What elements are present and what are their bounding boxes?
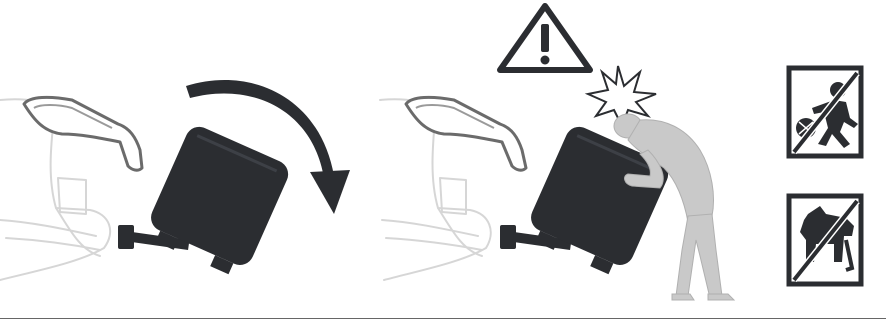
carrier-box-tilted	[142, 122, 293, 280]
no-pets-icon	[789, 196, 861, 284]
open-tailgate	[24, 97, 142, 170]
panel-tilt-down	[0, 80, 350, 280]
panel-warning-head-impact	[380, 66, 734, 300]
bottom-divider	[0, 318, 886, 319]
warning-triangle-icon	[500, 6, 590, 70]
no-children-icon	[789, 68, 861, 156]
open-tailgate-2	[406, 97, 526, 170]
